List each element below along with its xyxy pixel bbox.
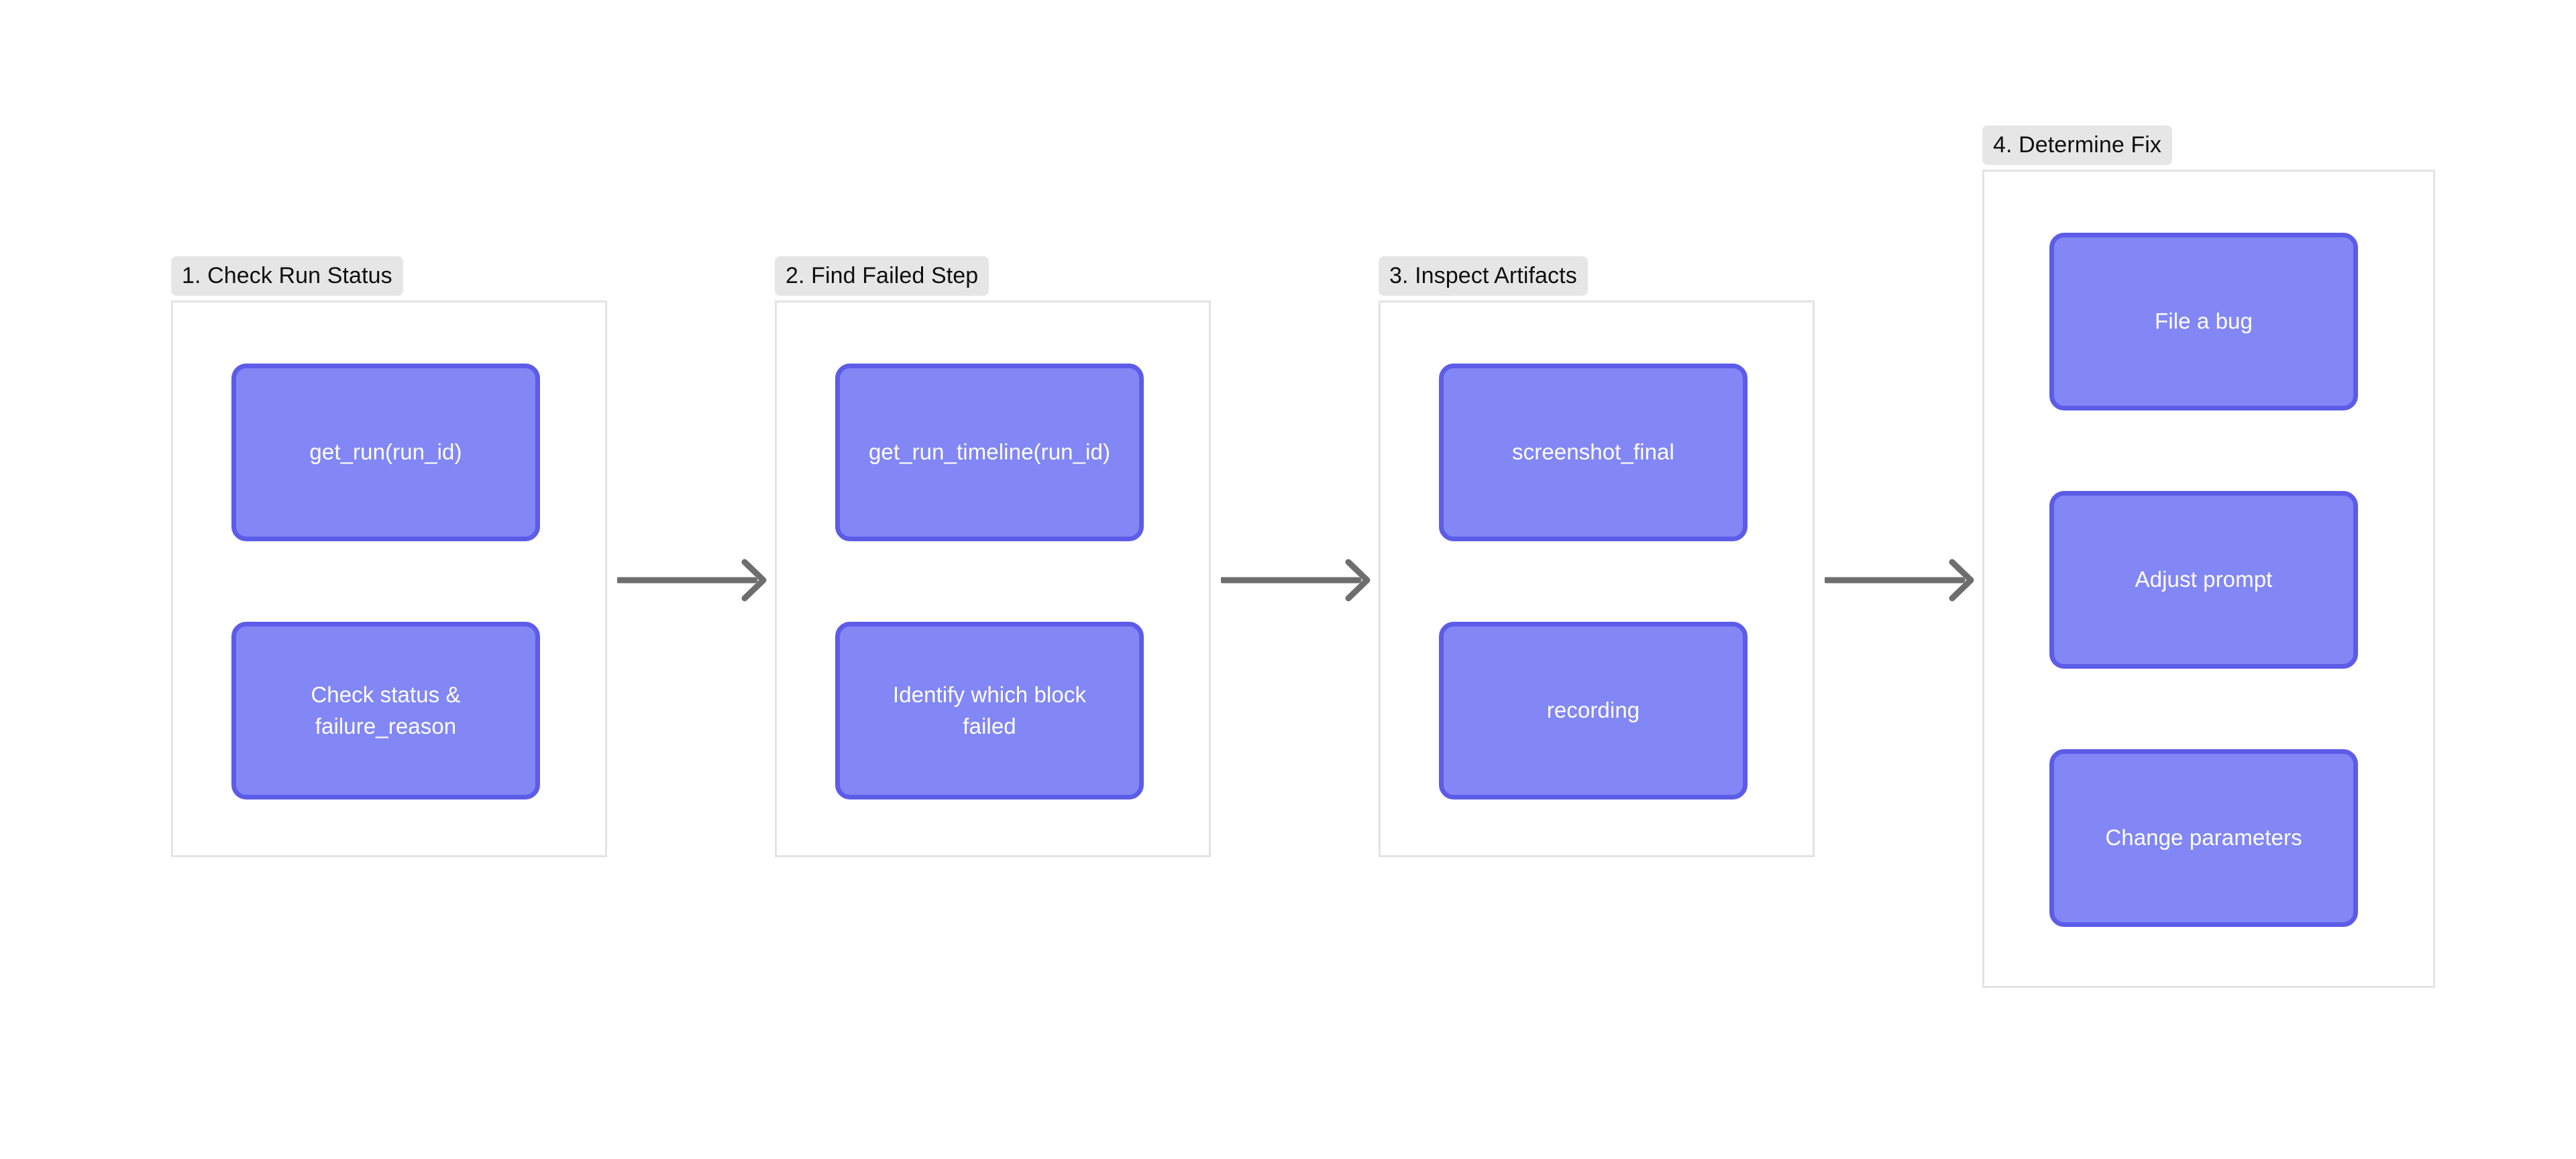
- connector-stage3-to-stage4: [1823, 557, 1979, 604]
- connector-stage2-to-stage3: [1219, 557, 1375, 604]
- node-label: get_run_timeline(run_id): [868, 439, 1111, 465]
- stage-label-1: 1. Check Run Status: [171, 256, 403, 296]
- node-get-run[interactable]: get_run(run_id): [231, 364, 540, 541]
- node-check-status[interactable]: Check status & failure_reason: [231, 622, 540, 799]
- stage-label-4: 4. Determine Fix: [1982, 125, 2173, 165]
- stage-check-run-status: 1. Check Run Status get_run(run_id) Chec…: [171, 256, 607, 860]
- stage-label-3: 3. Inspect Artifacts: [1379, 256, 1588, 296]
- node-label: Check status & failure_reason: [311, 681, 461, 738]
- stage-inspect-artifacts: 3. Inspect Artifacts screenshot_final re…: [1379, 256, 1815, 860]
- node-label: File a bug: [2155, 309, 2253, 334]
- node-get-run-timeline[interactable]: get_run_timeline(run_id): [835, 364, 1144, 541]
- node-file-a-bug[interactable]: File a bug: [2049, 233, 2358, 410]
- node-label: get_run(run_id): [309, 439, 462, 465]
- node-label: Adjust prompt: [2135, 567, 2273, 592]
- stage-label-2: 2. Find Failed Step: [775, 256, 989, 296]
- stage-find-failed-step: 2. Find Failed Step get_run_timeline(run…: [775, 256, 1211, 860]
- node-label: Identify which block failed: [892, 681, 1087, 738]
- node-change-parameters[interactable]: Change parameters: [2049, 749, 2358, 927]
- node-label: Change parameters: [2105, 825, 2302, 850]
- arrow-right-icon: [1823, 559, 1974, 602]
- node-adjust-prompt[interactable]: Adjust prompt: [2049, 491, 2358, 669]
- node-recording[interactable]: recording: [1439, 622, 1748, 799]
- node-identify-block[interactable]: Identify which block failed: [835, 622, 1144, 799]
- arrow-right-icon: [615, 559, 767, 602]
- connector-stage1-to-stage2: [615, 557, 771, 604]
- node-label: recording: [1546, 698, 1640, 723]
- node-screenshot-final[interactable]: screenshot_final: [1439, 364, 1748, 541]
- arrow-right-icon: [1219, 559, 1371, 602]
- stage-determine-fix: 4. Determine Fix File a bug Adjust promp…: [1982, 125, 2435, 991]
- node-label: screenshot_final: [1512, 439, 1674, 465]
